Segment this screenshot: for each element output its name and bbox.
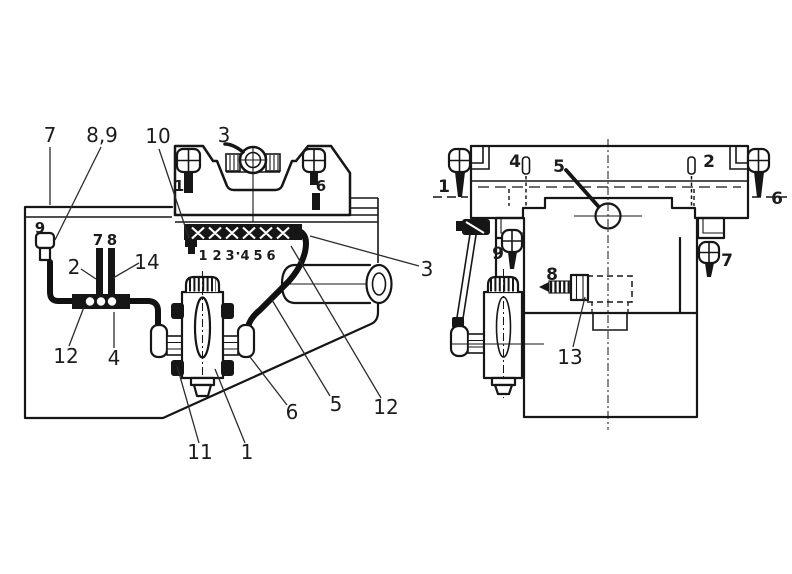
elbow-to-fitting-9: [47, 259, 78, 304]
callout-2: 2: [68, 255, 81, 279]
callout-r4: 4: [509, 152, 521, 172]
callout-r8: 8: [546, 265, 558, 285]
center-slot: [592, 313, 628, 331]
callout-8-9: 8,9: [86, 123, 118, 147]
apron-body-outline: [23, 205, 380, 420]
relief-valve-8: [539, 273, 633, 313]
callout-4: 4: [108, 346, 121, 370]
part-label-9: 9: [35, 219, 45, 237]
callout-r13: 13: [557, 345, 582, 369]
callout-r7: 7: [721, 251, 733, 271]
saddle-flange: [175, 214, 378, 223]
oiler-6-left-view: [301, 147, 327, 210]
rod-pivot: [456, 219, 490, 235]
oiler-9-right-view: [500, 228, 524, 269]
callout-r5: 5: [553, 157, 565, 177]
manifold-union-marks: [191, 226, 290, 240]
callout-r1: 1: [438, 177, 450, 197]
callout-12-left: 12: [53, 344, 78, 368]
pump-outlet-capsule-right: [236, 323, 256, 359]
port-1: 1: [198, 249, 207, 264]
callout-6: 6: [286, 400, 299, 424]
callout-13-leader: [572, 296, 586, 348]
callout-r2: 2: [703, 152, 715, 172]
pump-inlet-capsule-left: [149, 323, 169, 359]
port-4: 4: [240, 249, 249, 264]
callout-5: 5: [330, 392, 343, 416]
callout-5-leader: [564, 168, 600, 208]
oil-cap-assembly: [223, 142, 281, 175]
callout-11: 11: [187, 440, 212, 464]
callout-3-top: 3: [218, 123, 231, 147]
port-6: 6: [266, 249, 275, 264]
oil-piping: [47, 227, 309, 330]
valve-needle-tip: [539, 282, 549, 292]
callout-r6: 6: [771, 189, 783, 209]
callout-7-top: 7: [44, 123, 57, 147]
oiler-1-right-view: [447, 147, 472, 197]
left-view-leaders: [49, 146, 420, 444]
part-label-1: 1: [174, 177, 184, 195]
leadscrew-cylinder: [280, 263, 393, 305]
callout-14: 14: [134, 250, 159, 274]
port-3: 3: [225, 249, 234, 264]
part-label-7: 7: [93, 231, 103, 249]
pump-inlet-capsule: [449, 324, 470, 358]
right-leg: [678, 216, 699, 315]
right-block-lines: [350, 197, 379, 263]
apron-front-rect: [522, 311, 699, 419]
port-2: 2: [212, 249, 221, 264]
callout-3-right: 3: [421, 257, 434, 281]
callout-r9: 9: [492, 244, 504, 264]
s-pipe-pump-to-manifold: [245, 227, 309, 330]
pump-drain-plug: [192, 383, 213, 398]
oiler-6-right-view: [746, 147, 771, 197]
gib-pin-2: [687, 156, 696, 206]
oiler-1-left-view: [175, 147, 202, 193]
port-5: 5: [253, 249, 262, 264]
part-label-8: 8: [107, 231, 117, 249]
manifold-port-numbers: 1 2 3 · 4 5 6: [198, 247, 275, 264]
suction-pipes-7-8: [34, 231, 130, 309]
corner-brackets: [472, 147, 747, 170]
oiler-7-right-view: [697, 240, 721, 277]
right-bracket: [696, 216, 726, 240]
callout-3-top-leader: [223, 142, 245, 154]
part-label-6: 6: [316, 177, 326, 195]
pipe-to-pump-inlet: [125, 298, 161, 330]
distributor-manifold: [184, 224, 302, 254]
gib-pin-4: [521, 156, 531, 206]
left-view-side-diagram: 7 8,9 10 3 2 14 12 4 11 1 6 5 12 3 9 7 8…: [23, 123, 434, 464]
right-view-front-diagram: 1 4 5 2 6 9 7 8 13: [433, 139, 787, 430]
port-dot: ·: [236, 247, 241, 262]
callout-12-right: 12: [373, 395, 398, 419]
callout-1-bottom: 1: [241, 440, 254, 464]
callout-10: 10: [145, 124, 170, 148]
pump-rod: [455, 233, 477, 326]
pump-drain-plug-right: [493, 383, 514, 396]
pump-left-view: [149, 271, 256, 398]
pump-right-view: [449, 269, 544, 398]
left-leg: [494, 236, 526, 315]
